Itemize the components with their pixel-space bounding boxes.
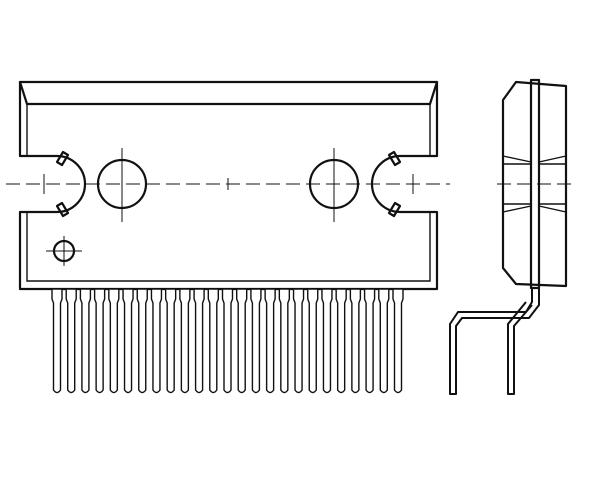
pin-16 bbox=[264, 288, 276, 394]
pin-19 bbox=[307, 288, 319, 394]
pin-7 bbox=[136, 288, 148, 394]
pin-14 bbox=[236, 288, 248, 394]
side-view bbox=[449, 78, 572, 395]
pin-18 bbox=[292, 288, 305, 394]
side-lead-inner bbox=[507, 301, 533, 395]
pin-9 bbox=[164, 288, 177, 394]
pin-row bbox=[51, 288, 404, 394]
pin-22 bbox=[349, 288, 362, 394]
pin-4 bbox=[93, 288, 106, 394]
left-notch-tab-bottom bbox=[55, 201, 70, 218]
pin-5 bbox=[108, 288, 120, 394]
body-inner-edge bbox=[26, 103, 431, 282]
pin-25 bbox=[392, 288, 404, 394]
pin-20 bbox=[321, 288, 333, 394]
pin-23 bbox=[363, 288, 376, 394]
body-outline bbox=[18, 80, 439, 291]
left-notch-tab-top bbox=[55, 150, 70, 167]
pin-10 bbox=[179, 288, 191, 394]
pin-21 bbox=[335, 288, 347, 394]
front-view bbox=[6, 80, 450, 394]
pin-13 bbox=[221, 288, 234, 394]
pin-3 bbox=[79, 288, 92, 394]
side-taper-bottom bbox=[502, 203, 567, 213]
pin-6 bbox=[122, 288, 134, 394]
pin-2 bbox=[65, 288, 77, 394]
pin-17 bbox=[278, 288, 291, 394]
side-taper-top bbox=[502, 155, 567, 165]
body-bevel bbox=[18, 80, 439, 106]
pin-12 bbox=[207, 288, 219, 394]
pin-8 bbox=[150, 288, 163, 394]
right-notch-tab-top bbox=[387, 150, 402, 167]
pin-1 bbox=[51, 288, 63, 394]
pin-15 bbox=[250, 288, 262, 394]
right-notch-tab-bottom bbox=[387, 201, 402, 218]
pin-11 bbox=[193, 288, 205, 394]
side-body-outline bbox=[501, 80, 568, 288]
pin-24 bbox=[378, 288, 390, 394]
